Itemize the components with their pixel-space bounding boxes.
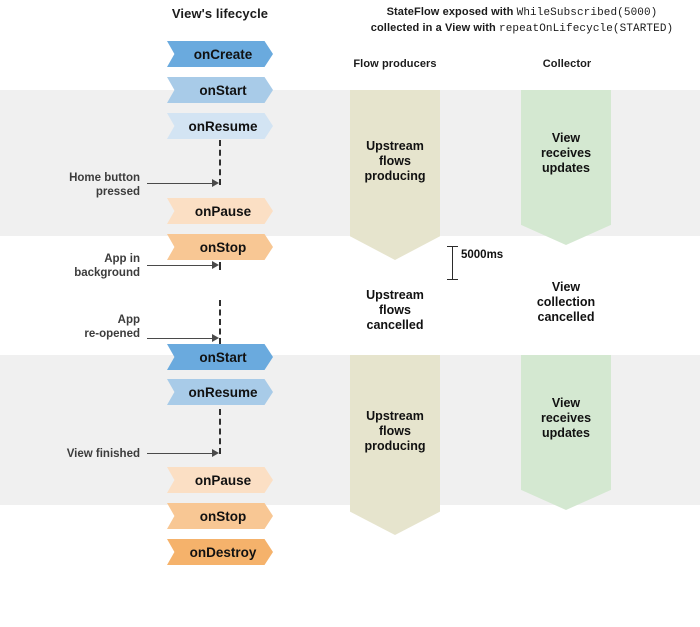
collector-text-3-line3: updates	[542, 426, 590, 440]
collector-text-2-line3: cancelled	[537, 310, 595, 324]
collector-text-2-line1: View	[551, 280, 581, 294]
producer-text-2-line2: flows	[379, 303, 411, 317]
annotation-1-line1: App in	[104, 253, 140, 265]
arrow-line	[147, 338, 212, 339]
lifecycle-event-onstart-1: onStart	[167, 77, 273, 103]
producer-text-3-line2: flows	[379, 423, 411, 438]
header-line-2: collected in a View with repeatOnLifecyc…	[352, 21, 692, 37]
producer-banner-active-2-text: Upstream flows producing	[364, 409, 425, 454]
collector-text-2-line2: collection	[536, 295, 596, 309]
header-line-1-bold: StateFlow exposed with	[386, 6, 517, 18]
collector-text-1-line3: updates	[542, 161, 590, 175]
annotation-app-in-background: App in background	[10, 252, 140, 280]
collector-banner-active-1-text: View receives updates	[541, 131, 591, 176]
annotation-0-line1: Home button	[69, 172, 140, 184]
column-title-flow-producers: Flow producers	[353, 58, 437, 70]
arrow-line	[147, 453, 212, 454]
arrow-line	[147, 183, 212, 184]
timeout-bracket-cap-bottom	[447, 279, 458, 280]
annotation-home-button-pressed: Home button pressed	[10, 171, 140, 199]
lifecycle-event-onpause-2: onPause	[167, 467, 273, 493]
annotation-arrow-view-finished	[147, 449, 219, 459]
producer-text-1-line3: producing	[364, 168, 426, 183]
annotation-1-line2: background	[74, 267, 140, 279]
lifecycle-event-onpause-1: onPause	[167, 198, 273, 224]
arrow-head	[212, 449, 219, 458]
lifecycle-event-ondestroy: onDestroy	[167, 539, 273, 565]
collector-text-1-line2: receives	[540, 146, 592, 160]
collector-text-3-line1: View	[551, 396, 581, 410]
arrow-head	[212, 261, 219, 270]
annotation-arrow-app-reopened	[147, 334, 219, 344]
header-description: StateFlow exposed with WhileSubscribed(5…	[352, 5, 692, 37]
collector-banner-active-2-text: View receives updates	[541, 396, 591, 441]
column-title-collector: Collector	[542, 58, 592, 70]
header-line-1-code: WhileSubscribed(5000)	[516, 7, 658, 19]
timeout-bracket-stem	[452, 246, 453, 280]
producer-banner-active-1: Upstream flows producing	[350, 90, 440, 260]
arrow-head	[212, 334, 219, 343]
collector-banner-active-2: View receives updates	[521, 355, 611, 510]
lifecycle-event-onstop-1: onStop	[167, 234, 273, 260]
producer-text-1-line1: Upstream	[366, 138, 424, 153]
producer-text-3-line1: Upstream	[366, 408, 424, 423]
timeout-bracket-cap-top	[447, 246, 458, 247]
producer-text-2-line3: cancelled	[366, 318, 424, 332]
arrow-head	[212, 179, 219, 188]
lifecycle-event-onresume-2: onResume	[167, 379, 273, 405]
annotation-arrow-app-in-background	[147, 261, 219, 271]
annotation-3-line1: View finished	[66, 448, 140, 460]
dashed-connector-3	[219, 300, 221, 344]
collector-text-3-line2: receives	[540, 411, 592, 425]
producer-text-2-line1: Upstream	[366, 288, 424, 302]
lifecycle-event-onstop-2: onStop	[167, 503, 273, 529]
producer-text-3-line3: producing	[364, 438, 426, 453]
lifecycle-event-oncreate: onCreate	[167, 41, 273, 67]
annotation-2-line2: re-opened	[84, 328, 140, 340]
dashed-connector-4	[219, 409, 221, 454]
dashed-connector-2	[219, 262, 221, 270]
annotation-app-reopened: App re-opened	[10, 313, 140, 341]
page-title-lifecycle: View's lifecycle	[171, 6, 269, 21]
lifecycle-event-onresume-1: onResume	[167, 113, 273, 139]
header-line-2-code: repeatOnLifecycle(STARTED)	[499, 23, 674, 35]
collector-text-1-line1: View	[551, 131, 581, 145]
lifecycle-event-onstart-2: onStart	[167, 344, 273, 370]
annotation-0-line2: pressed	[95, 186, 140, 198]
producer-banner-active-2: Upstream flows producing	[350, 355, 440, 535]
annotation-arrow-home-button-pressed	[147, 179, 219, 189]
header-line-1: StateFlow exposed with WhileSubscribed(5…	[352, 5, 692, 21]
dashed-connector-1	[219, 140, 221, 185]
producer-text-1-line2: flows	[379, 153, 411, 168]
collector-state-cancelled: View collection cancelled	[506, 280, 626, 325]
producer-banner-active-1-text: Upstream flows producing	[364, 139, 425, 184]
collector-banner-active-1: View receives updates	[521, 90, 611, 245]
annotation-view-finished: View finished	[10, 447, 140, 461]
producer-state-cancelled: Upstream flows cancelled	[335, 288, 455, 333]
arrow-line	[147, 265, 212, 266]
timeout-label: 5000ms	[461, 249, 504, 261]
annotation-2-line1: App	[117, 314, 140, 326]
header-line-2-bold: collected in a View with	[370, 22, 499, 34]
